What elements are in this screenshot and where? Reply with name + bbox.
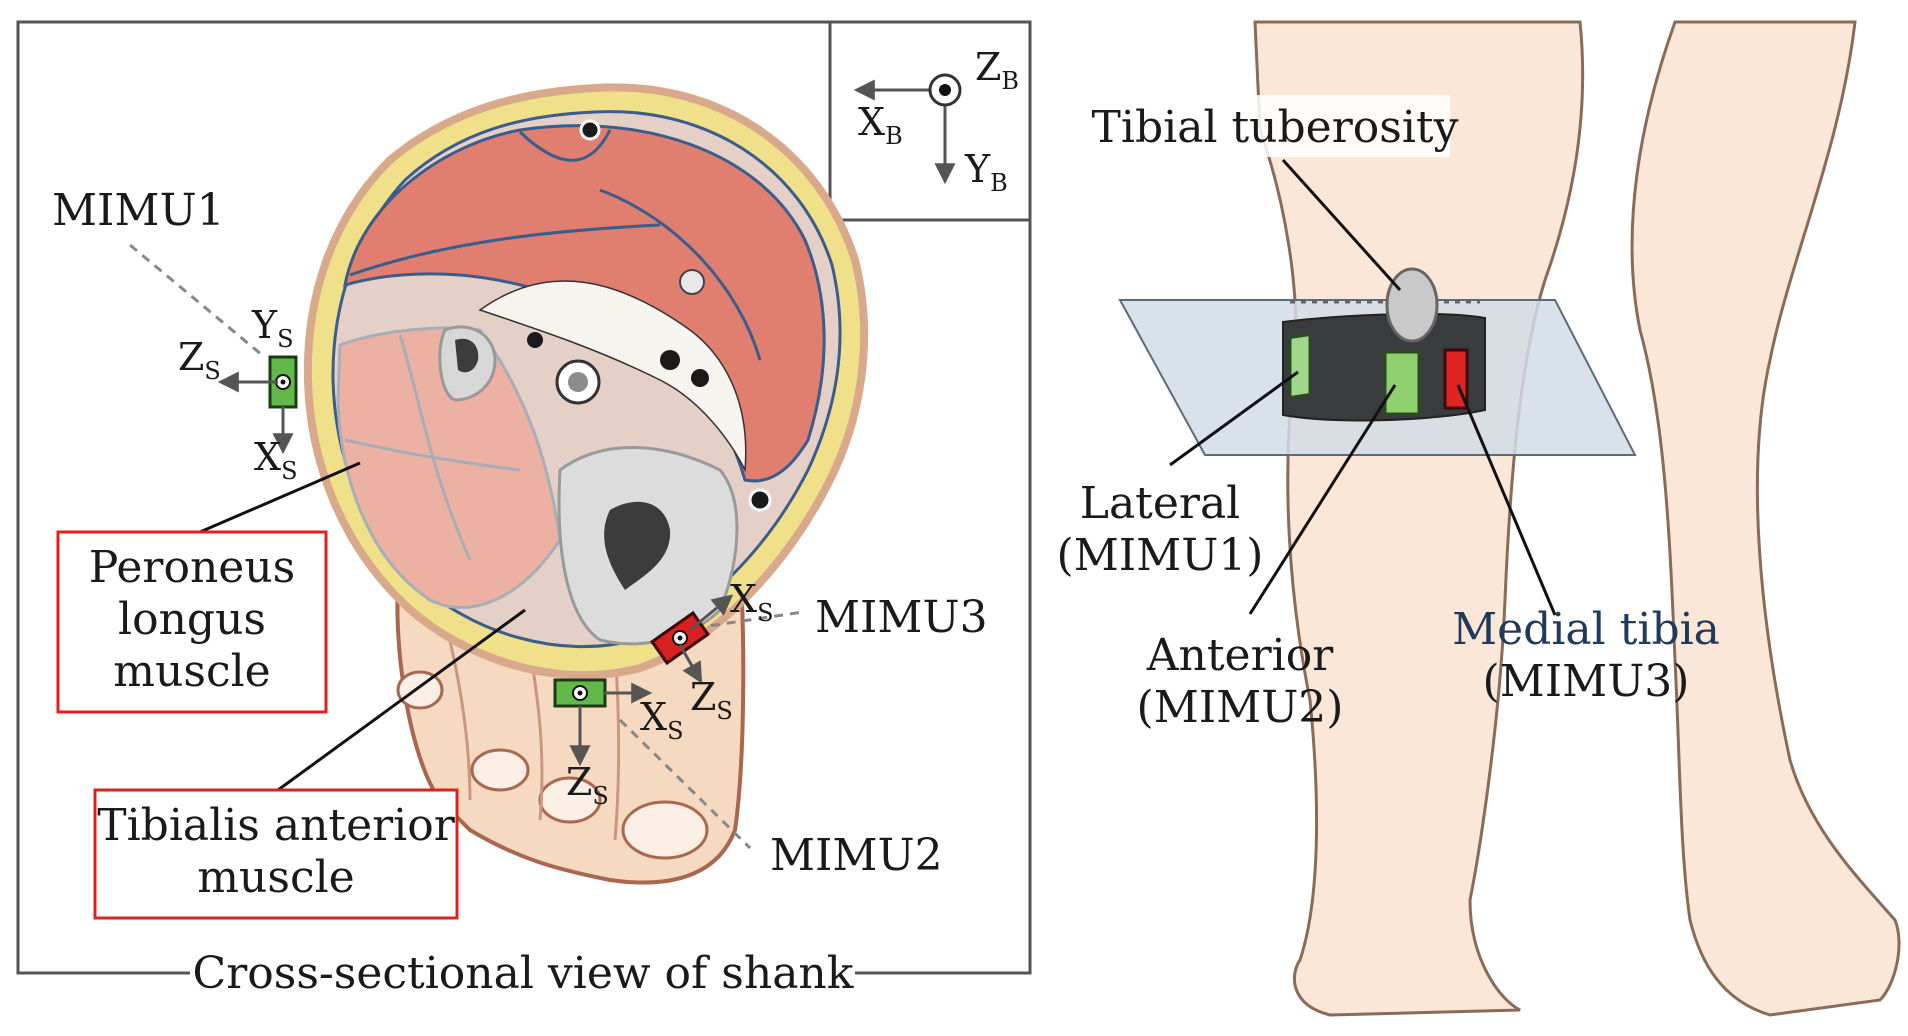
body-x-label: XB <box>858 100 903 150</box>
tibial-tuberosity-marker <box>1385 267 1439 343</box>
cross-section-caption: Cross-sectional view of shank <box>193 948 854 999</box>
leg-panel: Tibial tuberosity Lateral (MIMU1) Anteri… <box>1057 20 1901 1017</box>
svg-text:muscle: muscle <box>113 646 270 697</box>
right-leg <box>1630 20 1901 1017</box>
lateral-sensor-label: (MIMU1) <box>1057 530 1264 581</box>
mimu2-sensor: XS ZS <box>553 678 684 810</box>
medial-sensor-label: (MIMU3) <box>1483 656 1690 707</box>
svg-text:Peroneus: Peroneus <box>89 542 296 593</box>
peroneus-label-box: Peroneus longus muscle <box>56 530 328 714</box>
mimu1-z-label: ZS <box>178 335 221 385</box>
mimu2-x-label: XS <box>640 695 684 745</box>
mimu1-x-label: XS <box>254 435 298 485</box>
mimu3-z-label: ZS <box>690 675 733 725</box>
tibialis-label-box: Tibialis anterior muscle <box>93 788 459 920</box>
svg-text:muscle: muscle <box>197 852 354 903</box>
anterior-name: Anterior <box>1146 630 1334 681</box>
lateral-name: Lateral <box>1080 478 1241 529</box>
shank-cross-section <box>303 83 869 680</box>
body-frame-inset: ZB XB YB <box>828 20 1032 222</box>
svg-text:Tibialis anterior: Tibialis anterior <box>97 800 455 851</box>
mimu3-x-label: XS <box>730 577 774 627</box>
mimu2-label: MIMU2 <box>770 830 943 881</box>
mimu1-y-label: YS <box>251 303 294 353</box>
lateral-sensor <box>1288 332 1312 400</box>
mimu1-sensor: YS ZS XS <box>178 303 298 485</box>
body-y-label: YB <box>964 147 1008 197</box>
mimu1-label: MIMU1 <box>52 185 225 236</box>
mimu2-z-label: ZS <box>566 760 609 810</box>
tibial-tuberosity-label: Tibial tuberosity <box>1092 102 1459 153</box>
body-z-label: ZB <box>975 45 1019 95</box>
medial-name: Medial tibia <box>1452 604 1720 655</box>
mimu3-sensor: XS ZS <box>649 577 774 725</box>
anterior-sensor <box>1383 350 1421 416</box>
mimu3-label: MIMU3 <box>815 592 988 643</box>
anterior-sensor-label: (MIMU2) <box>1137 682 1344 733</box>
cross-section-panel: ZB XB YB <box>16 20 1032 999</box>
panel-frame <box>16 20 1032 975</box>
svg-text:longus: longus <box>118 594 266 645</box>
left-leg <box>1253 20 1585 1017</box>
